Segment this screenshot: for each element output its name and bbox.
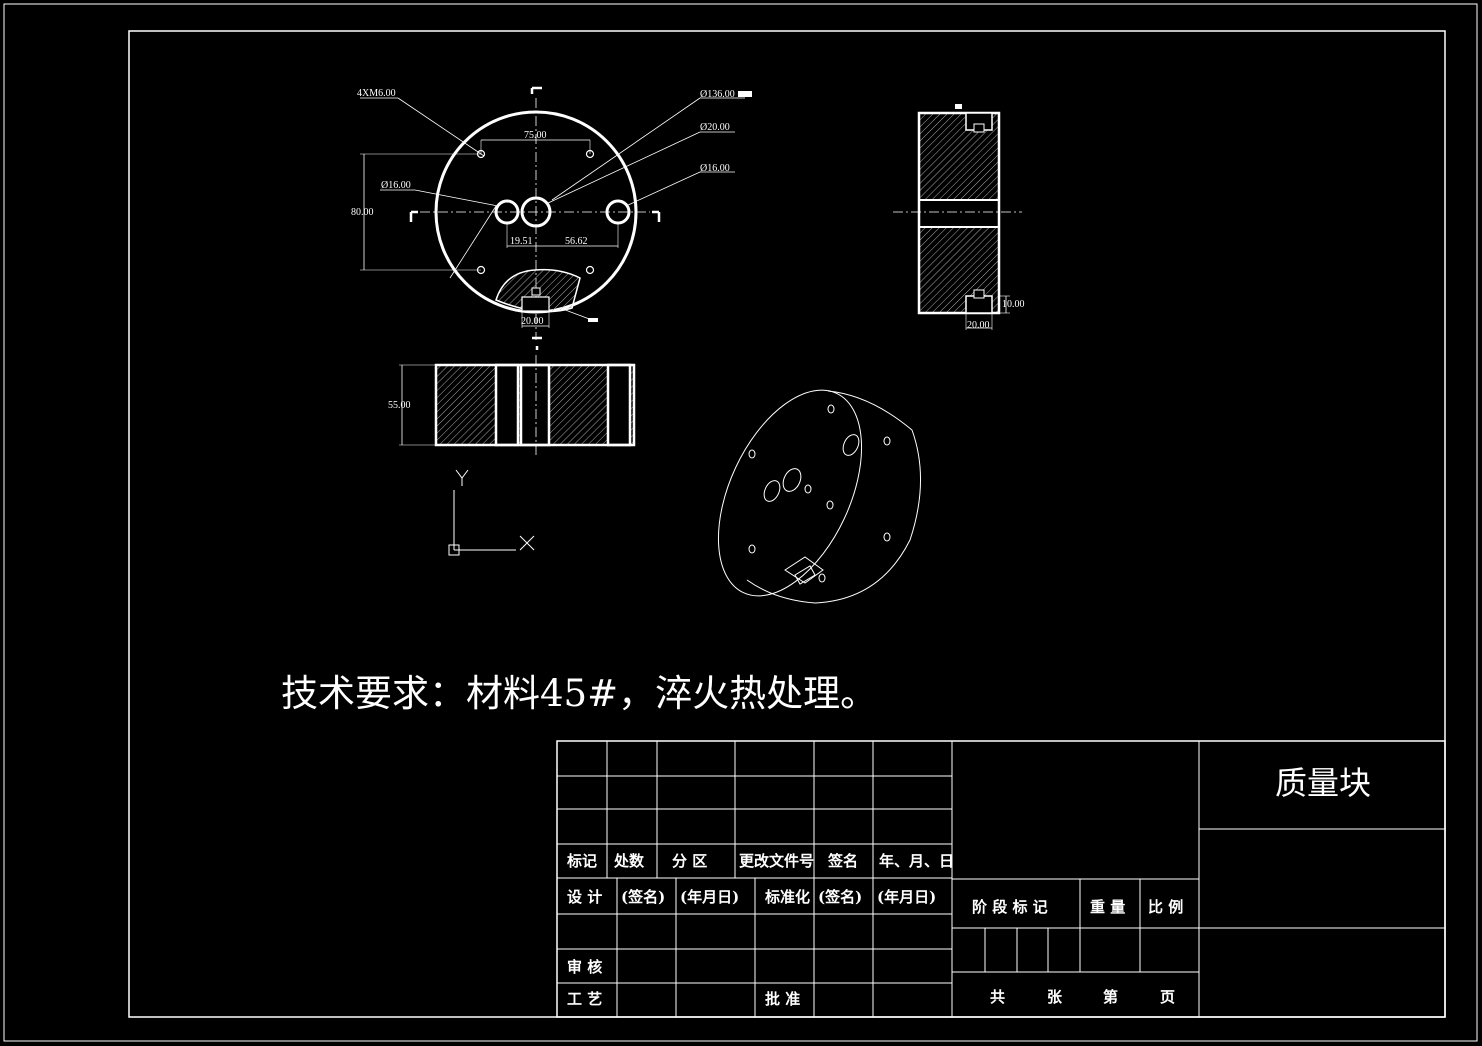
slot-width-side-label: 20.00 bbox=[967, 320, 990, 331]
header-date: 年、月、日 bbox=[879, 852, 954, 870]
sheet-unit: 张 bbox=[1047, 988, 1063, 1006]
standardization-sign: (签名) bbox=[818, 888, 862, 906]
process-label: 工 艺 bbox=[567, 990, 602, 1008]
thread-holes-label: 4XM6.00 bbox=[357, 88, 396, 99]
drawing-frame bbox=[3, 3, 1478, 1042]
standardization-date: (年月日) bbox=[877, 888, 936, 906]
front-view-dimension-labels: 4XM6.00 Ø136.00 Ø20.00 Ø16.00 Ø16.00 75.… bbox=[351, 88, 735, 327]
sheet-total: 共 bbox=[990, 988, 1005, 1006]
slot-width-front-label: 20.00 bbox=[521, 316, 544, 327]
weight-label: 重 量 bbox=[1090, 898, 1125, 916]
header-count: 处数 bbox=[613, 852, 645, 870]
approve-label: 批 准 bbox=[765, 990, 800, 1008]
sheet-page: 页 bbox=[1160, 988, 1175, 1006]
side-view-dimension-labels: 20.00 10.00 bbox=[967, 299, 1025, 331]
right-hole-dia-label: Ø16.00 bbox=[700, 163, 730, 174]
scale-label: 比 例 bbox=[1148, 898, 1183, 916]
standardization-label: 标准化 bbox=[764, 888, 810, 906]
header-mark: 标记 bbox=[566, 852, 597, 870]
top-view bbox=[399, 355, 636, 455]
design-date: (年月日) bbox=[680, 888, 739, 906]
title-block-grid bbox=[556, 740, 1446, 1018]
center-dia-label: Ø20.00 bbox=[700, 122, 730, 133]
side-view bbox=[893, 104, 1022, 330]
isometric-view bbox=[717, 389, 922, 604]
left-hole-dia-label: Ø16.00 bbox=[381, 180, 411, 191]
hole-spacing-y-label: 80.00 bbox=[351, 207, 374, 218]
front-view bbox=[360, 86, 752, 350]
design-sign: (签名) bbox=[621, 888, 665, 906]
header-change-doc: 更改文件号 bbox=[739, 852, 814, 870]
design-label: 设 计 bbox=[567, 888, 602, 906]
sheet-no: 第 bbox=[1103, 988, 1118, 1006]
thickness-label: 55.00 bbox=[388, 400, 411, 411]
slot-depth-label: 10.00 bbox=[1002, 299, 1025, 310]
drawing-title: 质量块 bbox=[1275, 764, 1371, 802]
title-block-text: 质量块 标记 处数 分 区 更改文件号 签名 年、月、日 设 计 (签名) (年… bbox=[566, 764, 1371, 1008]
review-label: 审 核 bbox=[567, 958, 602, 976]
hole-spacing-x-label: 75.00 bbox=[524, 130, 547, 141]
outer-dia-label: Ø136.00 bbox=[700, 89, 735, 100]
thread-hole-4 bbox=[585, 265, 595, 275]
header-zone: 分 区 bbox=[672, 852, 707, 870]
tech-requirement: 技术要求：材料45#，淬火热处理。 bbox=[281, 672, 877, 715]
offset-left-label: 19.51 bbox=[510, 236, 533, 247]
stage-mark-label: 阶 段 标 记 bbox=[972, 898, 1048, 916]
offset-right-label: 56.62 bbox=[565, 236, 588, 247]
header-signature: 签名 bbox=[827, 852, 858, 870]
ucs-axis-icon bbox=[448, 469, 535, 556]
